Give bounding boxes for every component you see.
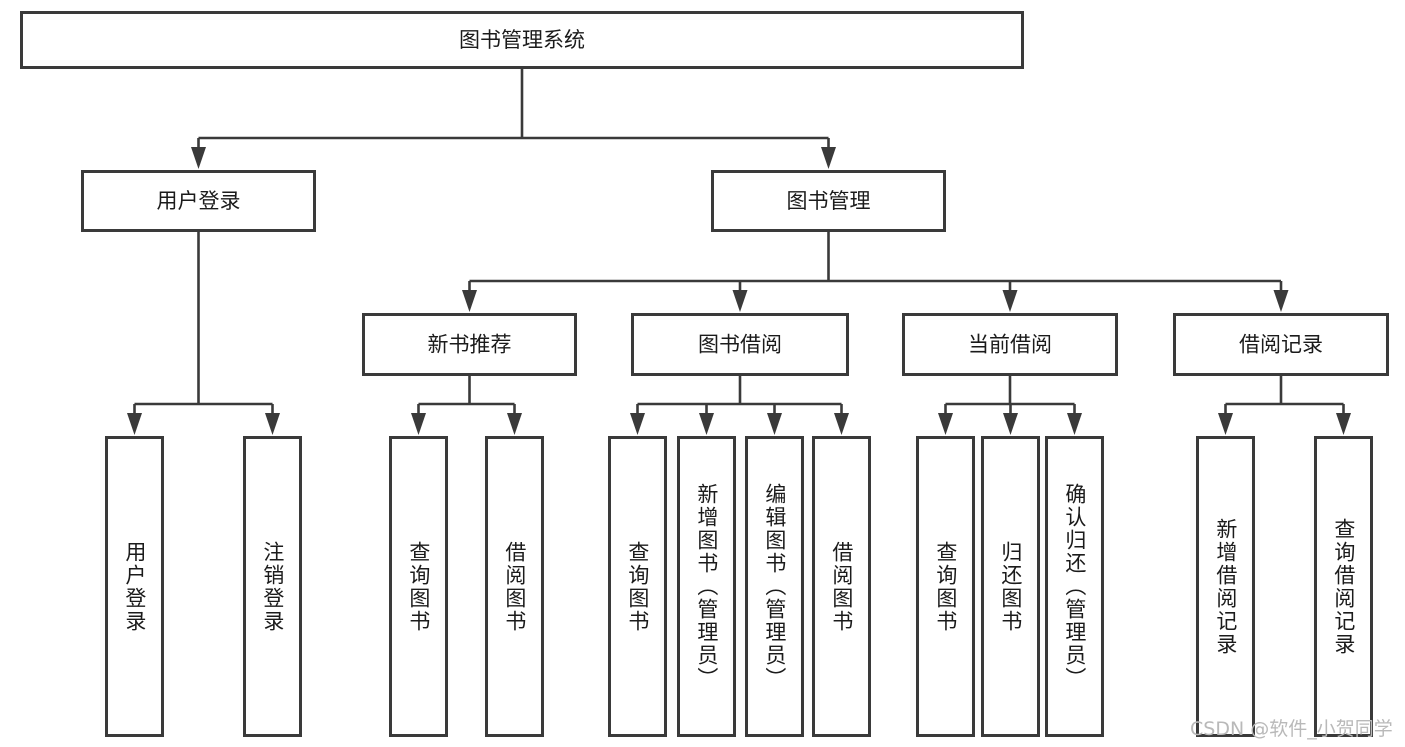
node-box-leaf-borrow-book-1[interactable] [485,436,544,737]
node-label-user-login: 用户登录 [157,189,241,213]
node-box-current-borrow[interactable] [902,313,1118,376]
node-box-leaf-add-book[interactable] [677,436,736,737]
node-label-book-manage: 图书管理 [787,189,871,213]
connector-layer [127,69,1351,435]
node-box-leaf-query-book-3[interactable] [916,436,975,737]
node-box-leaf-edit-book[interactable] [745,436,804,737]
node-box-leaf-query-book-1[interactable] [389,436,448,737]
node-box-book-manage[interactable] [711,170,946,232]
node-label-new-book-recommend: 新书推荐 [428,333,512,357]
node-box-layer [20,11,1389,737]
csdn-watermark: CSDN @软件_小贺同学 [1190,718,1393,740]
node-label-root: 图书管理系统 [459,28,585,52]
node-label-book-borrow: 图书借阅 [698,333,782,357]
node-box-leaf-user-logout[interactable] [243,436,302,737]
node-box-user-login[interactable] [81,170,316,232]
node-box-leaf-query-book-2[interactable] [608,436,667,737]
node-box-leaf-add-record[interactable] [1196,436,1255,737]
node-box-root[interactable] [20,11,1024,69]
node-box-leaf-confirm-return[interactable] [1045,436,1104,737]
node-box-leaf-borrow-book-2[interactable] [812,436,871,737]
node-box-borrow-record[interactable] [1173,313,1389,376]
node-box-book-borrow[interactable] [631,313,849,376]
node-box-leaf-user-login[interactable] [105,436,164,737]
node-box-new-book-recommend[interactable] [362,313,577,376]
node-box-leaf-return-book[interactable] [981,436,1040,737]
node-box-leaf-query-record[interactable] [1314,436,1373,737]
node-label-current-borrow: 当前借阅 [968,333,1052,357]
node-label-borrow-record: 借阅记录 [1239,333,1323,357]
